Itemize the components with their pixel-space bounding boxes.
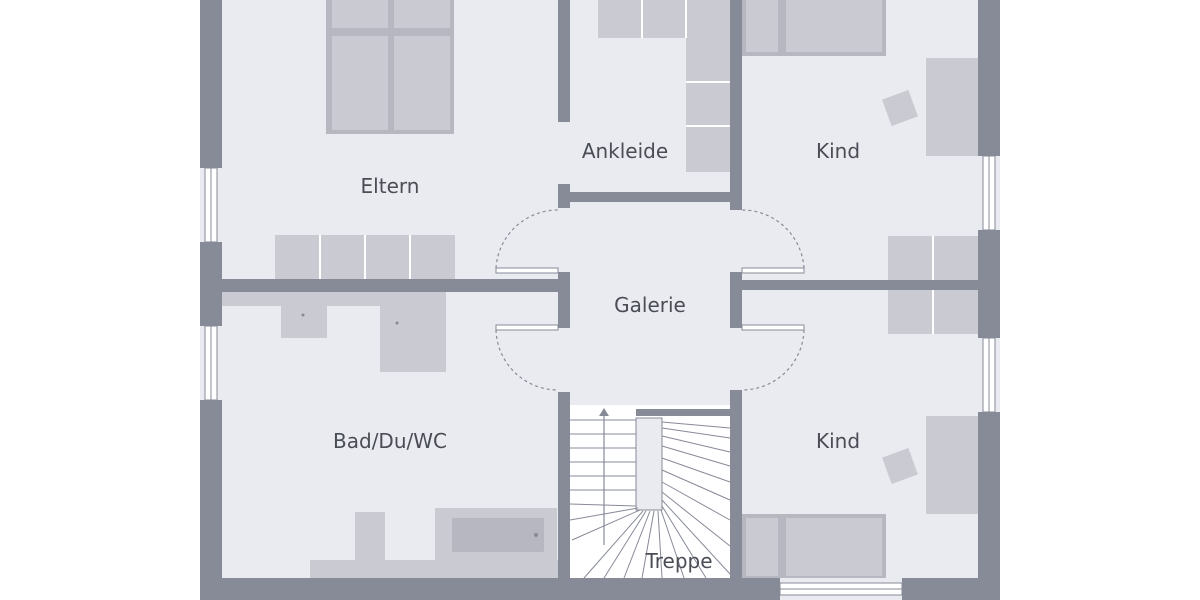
eltern-wardrobe [275, 235, 455, 279]
room-label-bad: Bad/Du/WC [333, 429, 447, 453]
kind-bottom-wardrobe [888, 290, 978, 334]
room-label-kind-top: Kind [816, 139, 860, 163]
bad-sink-right [380, 306, 446, 372]
kind-bottom-chair [882, 448, 918, 484]
room-label-ankleide: Ankleide [582, 139, 668, 163]
room-label-kind-bottom: Kind [816, 429, 860, 453]
kind-top-wardrobe [888, 236, 978, 280]
kind-bottom-desk [926, 416, 978, 514]
kind-top-desk [926, 58, 978, 156]
bad-shower [310, 512, 558, 578]
bad-counter [222, 292, 446, 306]
room-label-galerie: Galerie [614, 293, 686, 317]
bad-bathtub [435, 508, 557, 560]
kind-top-bed [742, 0, 886, 56]
kind-bottom-bed [742, 514, 886, 578]
ankleide-shelves [598, 0, 730, 172]
room-label-treppe: Treppe [644, 549, 712, 573]
doors [495, 209, 805, 391]
kind-top-chair [882, 90, 918, 126]
staircase [569, 405, 732, 579]
room-label-eltern: Eltern [361, 174, 420, 198]
eltern-bed [326, 0, 454, 134]
bad-sink-left [281, 306, 327, 338]
walls [200, 0, 1000, 600]
